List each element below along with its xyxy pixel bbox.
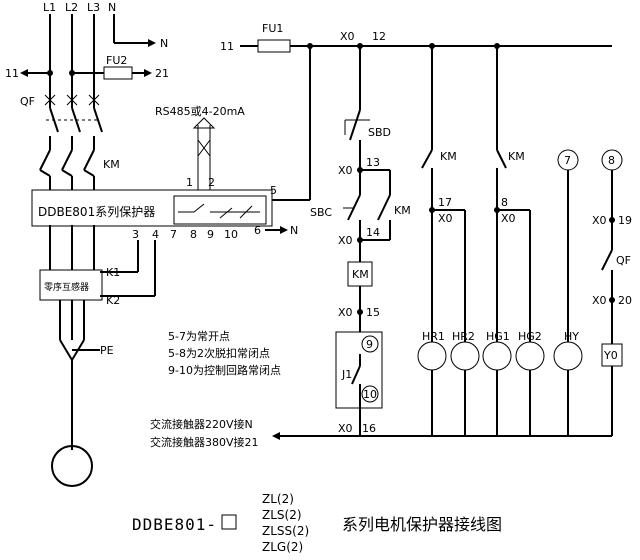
terminal-8-label: 8 (190, 228, 197, 241)
out-11-label: 11 (5, 67, 19, 80)
title-model-zlss: ZLSS(2) (262, 524, 309, 538)
n15-label: 15 (366, 306, 380, 319)
l3-label: L3 (87, 1, 100, 14)
n17-label: 17 (438, 196, 452, 209)
protector-n-label: N (290, 224, 298, 237)
hg1-label: HG1 (486, 330, 510, 343)
title-suffix: 系列电机保护器接线图 (342, 515, 502, 534)
hr1-label: HR1 (422, 330, 445, 343)
hr2-label: HR2 (452, 330, 475, 343)
terminal-3-label: 3 (132, 228, 139, 241)
x0-top-label: X0 (340, 30, 355, 43)
k1-label: K1 (106, 266, 120, 279)
pe-label: PE (100, 344, 114, 357)
terminal-7-label: 7 (170, 228, 177, 241)
terminal-9-label: 9 (207, 228, 214, 241)
fu2-label: FU2 (106, 54, 127, 67)
supply-note-1: 交流接触器220V接N (150, 417, 253, 431)
km-coil-label: KM (352, 268, 369, 281)
circle-7-label: 7 (564, 154, 571, 167)
x0-16-label: X0 (338, 422, 353, 435)
comm-label: RS485或4-20mA (155, 105, 245, 118)
sbc-label: SBC (310, 206, 332, 219)
n8-label: 8 (501, 196, 508, 209)
n12-label: 12 (372, 30, 386, 43)
terminal-2-label: 2 (208, 176, 215, 189)
sbd-label: SBD (368, 126, 391, 139)
n20-label: 20 (618, 294, 632, 307)
x0-15-label: X0 (338, 306, 353, 319)
title-model-zlg: ZLG(2) (262, 540, 303, 554)
n11-label: 11 (220, 40, 234, 53)
x0-20-label: X0 (592, 294, 607, 307)
x0-14-label: X0 (338, 234, 353, 247)
qf2-label: QF (616, 254, 631, 267)
j1-label: J1 (341, 368, 352, 381)
circle-8-label: 8 (608, 154, 615, 167)
km-hold-label: KM (394, 204, 411, 217)
terminal-10-label: 10 (224, 228, 238, 241)
supply-note-2: 交流接触器380V接21 (150, 435, 259, 449)
x0-17-label: X0 (438, 212, 453, 225)
hg2-label: HG2 (518, 330, 542, 343)
x0-19-label: X0 (592, 214, 607, 227)
protector-unit: DDBE801系列保护器 5 3 4 7 8 9 10 6 N (31, 46, 311, 297)
l2-label: L2 (65, 1, 78, 14)
terminal-6-label: 6 (254, 224, 261, 237)
y0-label: Y0 (603, 349, 618, 362)
k2-label: K2 (106, 294, 120, 307)
n14-label: 14 (366, 226, 380, 239)
mains-labels: L1 L2 L3 N N 11 21 FU2 QF KM PE (5, 1, 169, 357)
protector-name: DDBE801系列保护器 (38, 205, 155, 219)
comm-link: RS485或4-20mA 1 2 (155, 105, 245, 190)
l1-label: L1 (43, 1, 56, 14)
n13-label: 13 (366, 156, 380, 169)
n-out-label: N (160, 37, 168, 50)
j1-contact-9: 9 (366, 338, 373, 351)
n-label: N (108, 1, 116, 14)
zero-sequence-sensor: 零序互感器 K1 K2 (39, 266, 120, 307)
sensor-name: 零序互感器 (44, 281, 89, 293)
hy-label: HY (564, 330, 579, 343)
n16-label: 16 (362, 422, 376, 435)
note-3: 9-10为控制回路常闭点 (168, 363, 281, 377)
qf-label: QF (20, 95, 35, 108)
fu1-label: FU1 (262, 22, 283, 35)
mains-lines (20, 14, 156, 487)
km-8-label: KM (508, 150, 525, 163)
n19-label: 19 (618, 214, 632, 227)
title-prefix: DDBE801- (132, 515, 217, 534)
note-1: 5-7为常开点 (168, 330, 230, 343)
control-circuit: 11 FU1 X0 12 SBD X0 13 SBC KM X0 14 KM X… (220, 22, 632, 440)
x0-8-label: X0 (501, 212, 516, 225)
title-model-zl: ZL(2) (262, 492, 294, 506)
diagram-title: DDBE801- ZL(2) ZLS(2) ZLSS(2) ZLG(2) 系列电… (132, 492, 502, 554)
km-main-label: KM (103, 158, 120, 171)
out-21-label: 21 (155, 67, 169, 80)
x0-13-label: X0 (338, 164, 353, 177)
terminal-4-label: 4 (152, 228, 159, 241)
terminal-5-label: 5 (270, 184, 277, 197)
note-2: 5-8为2次脱扣常闭点 (168, 346, 270, 360)
title-model-zls: ZLS(2) (262, 508, 302, 522)
km-17-label: KM (440, 150, 457, 163)
j1-contact-10: 10 (363, 388, 377, 401)
terminal-1-label: 1 (186, 176, 193, 189)
notes: 5-7为常开点 5-8为2次脱扣常闭点 9-10为控制回路常闭点 交流接触器22… (150, 330, 281, 449)
